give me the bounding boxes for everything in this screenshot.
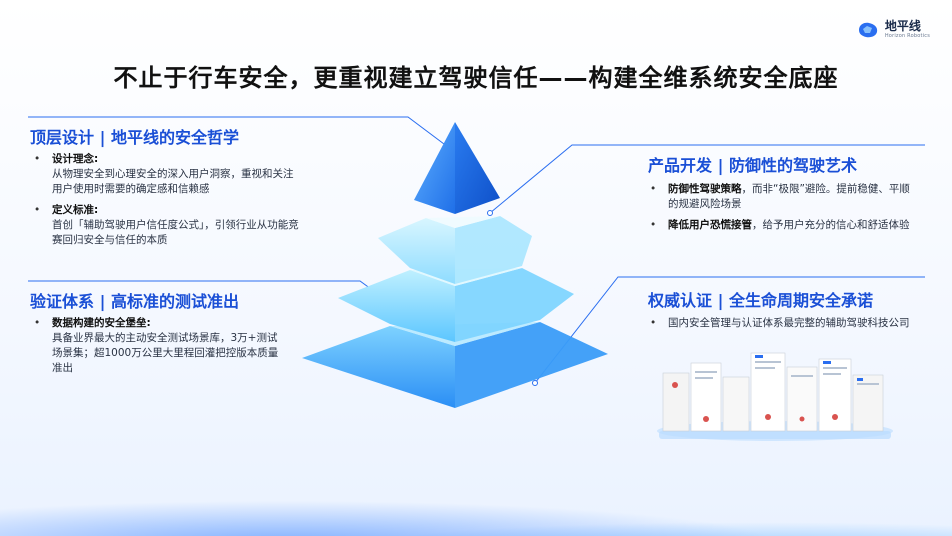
bullet-label: 降低用户恐慌接管: [668, 219, 752, 231]
bullet-label: 防御性驾驶策略: [668, 183, 742, 195]
bullet-label: 数据构建的安全堡垒:: [52, 317, 151, 329]
list-item: 定义标准: 首创「辅助驾驶用户信任度公式」，引领行业从功能竞赛回归安全与信任的本质: [32, 203, 302, 248]
verification-bullets: 数据构建的安全堡垒: 具备业界最大的主动安全测试场景库，3万+测试场景集；超100…: [32, 316, 282, 382]
certification-bullets: 国内安全管理与认证体系最完整的辅助驾驶科技公司: [648, 316, 918, 337]
safety-pyramid: [302, 122, 608, 408]
bullet-text: 首创「辅助驾驶用户信任度公式」，引领行业从功能竞赛回归安全与信任的本质: [52, 219, 299, 246]
logo-en-text: Horizon Robotics: [884, 33, 930, 39]
bullet-text: ，而非“极限”避险。提前稳健、平顺的规避风险场景: [668, 183, 910, 210]
list-item: 降低用户恐慌接管，给予用户充分的信心和舒适体验: [648, 218, 918, 233]
product-bullets: 防御性驾驶策略，而非“极限”避险。提前稳健、平顺的规避风险场景 降低用户恐慌接管…: [648, 182, 918, 239]
verification-heading: 验证体系 | 高标准的测试准出: [30, 292, 239, 311]
page-title: 不止于行车安全，更重视建立驾驶信任——构建全维系统安全底座: [113, 64, 839, 92]
pyramid-layer-2: [378, 218, 455, 284]
pyramid-layer-top: [414, 122, 455, 214]
product-heading: 产品开发 | 防御性的驾驶艺术: [648, 156, 857, 175]
bullet-text: 从物理安全到心理安全的深入用户洞察，重视和关注用户使用时需要的确定感和信赖感: [52, 168, 294, 195]
bottom-wave-decoration: [0, 466, 952, 536]
design-bullets: 设计理念: 从物理安全到心理安全的深入用户洞察，重视和关注用户使用时需要的确定感和…: [32, 152, 302, 254]
pyramid-layer-3: [338, 270, 455, 342]
brand-logo: 地平线 Horizon Robotics: [857, 20, 930, 39]
bullet-label: 设计理念:: [52, 153, 99, 165]
pyramid-layer-4: [302, 326, 455, 408]
logo-cn-text: 地平线: [884, 19, 921, 33]
list-item: 防御性驾驶策略，而非“极限”避险。提前稳健、平顺的规避风险场景: [648, 182, 918, 212]
bullet-label: 定义标准:: [52, 204, 99, 216]
bullet-text: 具备业界最大的主动安全测试场景库，3万+测试场景集；超1000万公里大里程回灌把…: [52, 332, 279, 374]
design-heading: 顶层设计 | 地平线的安全哲学: [30, 128, 239, 147]
certificates-image: [657, 352, 893, 441]
list-item: 数据构建的安全堡垒: 具备业界最大的主动安全测试场景库，3万+测试场景集；超100…: [32, 316, 282, 376]
list-item: 国内安全管理与认证体系最完整的辅助驾驶科技公司: [648, 316, 918, 331]
horizon-logo-icon: [858, 22, 877, 37]
certification-heading: 权威认证 | 全生命周期安全承诺: [648, 291, 873, 310]
bullet-text: 国内安全管理与认证体系最完整的辅助驾驶科技公司: [668, 317, 910, 329]
list-item: 设计理念: 从物理安全到心理安全的深入用户洞察，重视和关注用户使用时需要的确定感和…: [32, 152, 302, 197]
bullet-text: ，给予用户充分的信心和舒适体验: [752, 219, 910, 231]
